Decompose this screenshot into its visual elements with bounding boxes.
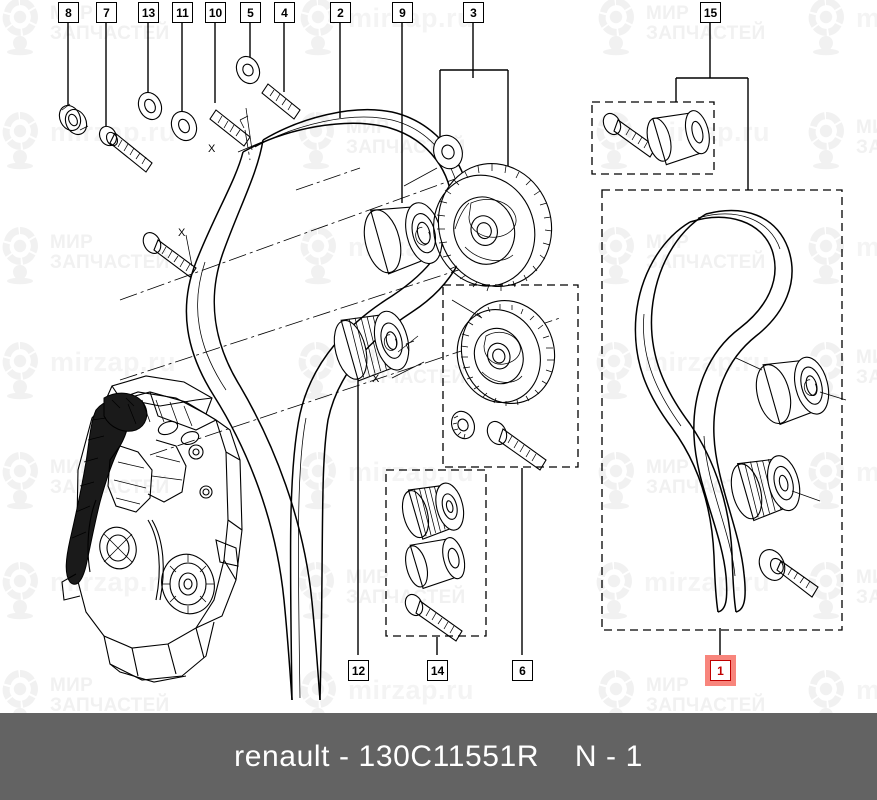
hardware-bolt-lower-left: X — [142, 227, 197, 278]
callout-15[interactable]: 15 — [700, 2, 721, 23]
tensioner-pulley-12 — [333, 310, 410, 382]
callout-4[interactable]: 4 — [274, 2, 295, 23]
panel-14 — [385, 469, 487, 642]
hardware-washer-5 — [235, 55, 261, 85]
panel-14-spacer — [405, 537, 466, 590]
exploded-parts-diagram: .ln{fill:none;stroke:#000;stroke-width:1… — [58, 23, 847, 701]
hardware-washer-11 — [170, 110, 198, 142]
torque-marker-x-pulley: X — [372, 335, 425, 385]
callout-13[interactable]: 13 — [138, 2, 159, 23]
kit-idler-pulley — [735, 356, 847, 426]
panel-15-spacer — [646, 110, 710, 166]
callout-14[interactable]: 14 — [427, 660, 448, 681]
panel-14-roller — [401, 482, 465, 540]
callout-2[interactable]: 2 — [330, 2, 351, 23]
svg-text:X: X — [208, 143, 216, 155]
torque-marker-x-top: X — [208, 107, 263, 155]
camshaft-washer-3 — [433, 134, 463, 170]
camshaft-sprocket-3 — [418, 148, 568, 302]
hardware-bushing-8 — [58, 103, 89, 136]
callout-10[interactable]: 10 — [205, 2, 226, 23]
leader-lines-top — [67, 23, 749, 203]
kit-tensioner-pulley — [730, 455, 821, 522]
engine-block-illustration — [61, 375, 243, 683]
idler-pulley-9 — [363, 202, 443, 275]
svg-text:X: X — [372, 373, 380, 385]
panel-14-bolt — [404, 593, 463, 642]
callout-6[interactable]: 6 — [512, 660, 533, 681]
callout-12[interactable]: 12 — [348, 660, 369, 681]
callout-8[interactable]: 8 — [58, 2, 79, 23]
leader-lines-bottom — [357, 348, 721, 655]
footer-bar: renault - 130C11551R N - 1 — [0, 713, 877, 800]
callout-3[interactable]: 3 — [463, 2, 484, 23]
hardware-bolt-7 — [98, 125, 153, 173]
panel-1-timing-belt-kit — [601, 189, 847, 631]
callout-1-highlighted[interactable]: 1 — [710, 660, 731, 681]
callout-11[interactable]: 11 — [172, 2, 193, 23]
kit-belt — [634, 209, 793, 613]
hardware-stud-10 — [209, 109, 251, 147]
callout-5[interactable]: 5 — [240, 2, 261, 23]
hardware-nut-13 — [137, 91, 163, 121]
hardware-bolt-4 — [261, 83, 301, 120]
kit-bolt — [758, 549, 819, 598]
footer-part-label: renault - 130C11551R N - 1 — [234, 739, 643, 773]
callout-9[interactable]: 9 — [392, 2, 413, 23]
panel-6 — [442, 284, 579, 471]
panel-15 — [591, 101, 715, 175]
callout-7[interactable]: 7 — [96, 2, 117, 23]
panel-6-washer — [450, 410, 476, 440]
svg-text:X: X — [178, 227, 186, 239]
panel-6-bolt — [486, 420, 547, 471]
